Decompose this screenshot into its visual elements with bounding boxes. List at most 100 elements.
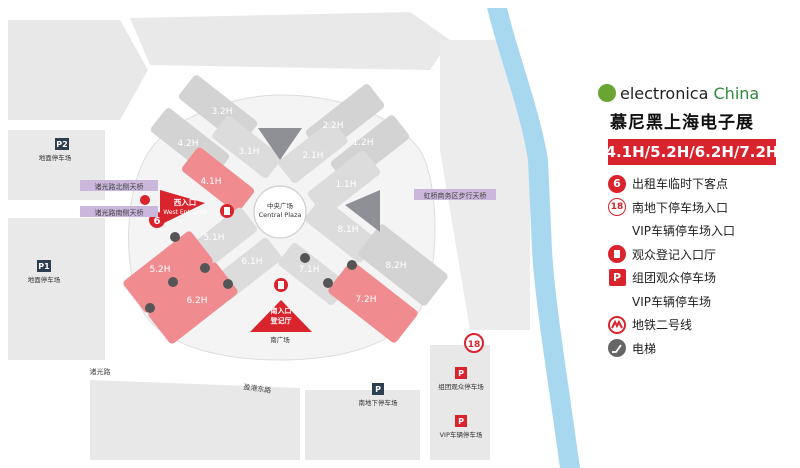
escalator-icon <box>200 263 210 273</box>
parking-p2-label: 地面停车场 <box>39 153 72 162</box>
land-block-west-lower <box>8 218 105 360</box>
escalator-icon <box>323 278 333 288</box>
parking-p2: P2 地面停车场 <box>39 138 72 162</box>
legend-label: VIP车辆停车场 <box>632 294 711 309</box>
escalator-icon <box>608 339 626 358</box>
legend-label: 南地下停车场入口 <box>632 200 729 215</box>
west-entrance-en: West Entrance <box>163 209 207 216</box>
escalator-icon <box>168 277 178 287</box>
legend-panel: electronica China 慕尼黑上海电子展 4.1H/5.2H/6.2… <box>598 82 798 360</box>
west-entrance-cn: 西入口 <box>174 198 197 207</box>
hall-6-2h-label: 6.2H <box>186 296 207 306</box>
land-block-south <box>305 390 420 460</box>
legend-label: 地铁二号线 <box>632 318 693 333</box>
escalator-icon <box>347 260 357 270</box>
legend-label: 出租车临时下客点 <box>632 177 729 192</box>
legend-item-underground: 18 南地下停车场入口 <box>598 196 798 220</box>
land-block-southeast <box>430 345 490 460</box>
land-block-southwest <box>90 380 300 460</box>
legend-item-taxi: 6 出租车临时下客点 <box>598 172 798 196</box>
legend-item-group-parking: P 组团观众停车场 <box>598 266 798 290</box>
taxi-dropoff-icon: 6 <box>608 174 626 193</box>
south-entrance-line1: 南入口 <box>271 306 292 315</box>
parking-p2-marker: P2 <box>56 140 67 149</box>
legend-item-vip-entrance: VIP车辆停车场入口 <box>598 219 798 243</box>
hall-2-2h-label: 2.2H <box>322 121 343 131</box>
north-bridge-label: 诸光路北侧天桥 <box>95 182 144 191</box>
hall-5-2h-label: 5.2H <box>149 265 170 275</box>
parking-group: P 组团观众停车场 <box>438 367 484 391</box>
hall-3-1h <box>212 116 282 178</box>
underground-marker-number: 18 <box>468 340 481 350</box>
wing-northeast <box>278 84 410 216</box>
brand-logo: electronica China <box>598 82 798 104</box>
south-bridge-label: 诸光路南侧天桥 <box>95 208 144 217</box>
hall-7-1h-label: 7.1H <box>298 265 319 275</box>
hall-8-1h <box>305 197 377 263</box>
hall-8-2h-label: 8.2H <box>385 261 406 271</box>
wing-southeast <box>278 197 448 343</box>
zhuguang-road-label: 诸光路 <box>90 367 111 376</box>
hall-1-2h-label: 1.2H <box>352 138 373 148</box>
brand-suffix: China <box>713 83 760 103</box>
central-plaza <box>253 185 307 239</box>
underground-parking-marker: 18 <box>464 333 484 353</box>
hall-1-1h-label: 1.1H <box>335 180 356 190</box>
yinggang-east-road-label: 盈港东路 <box>243 382 272 395</box>
water-channel <box>487 8 580 468</box>
parking-icon: P <box>608 269 626 287</box>
legend-list: 6 出租车临时下客点 18 南地下停车场入口 VIP车辆停车场入口 观众登记入口… <box>598 172 798 360</box>
escalator-icons <box>145 232 357 313</box>
parking-icon <box>55 138 69 150</box>
hongqiao-bridge <box>414 189 496 200</box>
south-entrance-line2: 登记厅 <box>270 316 292 325</box>
parking-p1-label: 地面停车场 <box>28 275 61 284</box>
hall-5-1h-label: 5.1H <box>203 233 224 243</box>
page-title: 慕尼黑上海电子展 <box>610 113 754 133</box>
hall-1-1h <box>308 150 380 216</box>
hall-3-1h-label: 3.1H <box>238 147 259 157</box>
metro-line-2-icon <box>608 315 626 334</box>
legend-item-vip-parking: VIP车辆停车场 <box>598 290 798 314</box>
south-bridge <box>80 206 158 217</box>
land-block-northwest <box>8 20 148 120</box>
brand-name: electronica China <box>620 84 759 103</box>
west-entrance-marker <box>160 190 205 225</box>
parking-vip: P VIP车辆停车场 <box>440 415 483 439</box>
registration-hall-icon <box>608 245 626 264</box>
halls-banner: 4.1H/5.2H/6.2H/7.2H <box>606 139 778 165</box>
hongqiao-bridge-label: 虹桥商务区步行天桥 <box>424 191 487 200</box>
hall-8-2h <box>358 224 448 306</box>
east-entrance-triangle <box>345 190 380 232</box>
hall-4-1h-label: 4.1H <box>200 177 221 187</box>
legend-item-escalator: 电梯 <box>598 337 798 361</box>
parking-vip-marker: P <box>458 417 464 426</box>
escalator-icon <box>170 232 180 242</box>
legend-label: 电梯 <box>632 341 657 356</box>
wing-northwest <box>150 75 282 213</box>
hall-2-1h <box>278 121 348 183</box>
hall-2-1h-label: 2.1H <box>302 151 323 161</box>
hall-6-1h-label: 6.1H <box>241 257 262 267</box>
parking-p1-marker: P1 <box>38 262 50 271</box>
parking-p1: P1 地面停车场 <box>28 260 61 284</box>
hall-4-1h <box>182 147 254 213</box>
parking-icon <box>455 415 467 427</box>
hall-7-2h <box>328 261 418 343</box>
brand-prefix: electronica <box>620 83 709 103</box>
legend-item-registration: 观众登记入口厅 <box>598 243 798 267</box>
north-entrance-triangle <box>258 128 302 160</box>
hall-5-2h <box>123 231 213 313</box>
parking-icon <box>37 260 51 272</box>
legend-item-metro: 地铁二号线 <box>598 313 798 337</box>
hall-7-2h-label: 7.2H <box>355 295 376 305</box>
parking-group-marker: P <box>458 369 464 378</box>
land-block-east <box>440 40 530 330</box>
parking-group-label: 组团观众停车场 <box>438 382 484 391</box>
central-plaza-en: Central Plaza <box>259 211 302 219</box>
parking-south-underground: P 南地下停车场 <box>359 383 398 407</box>
parking-vip-label: VIP车辆停车场 <box>440 430 483 439</box>
legend-label: 组团观众停车场 <box>632 271 717 286</box>
